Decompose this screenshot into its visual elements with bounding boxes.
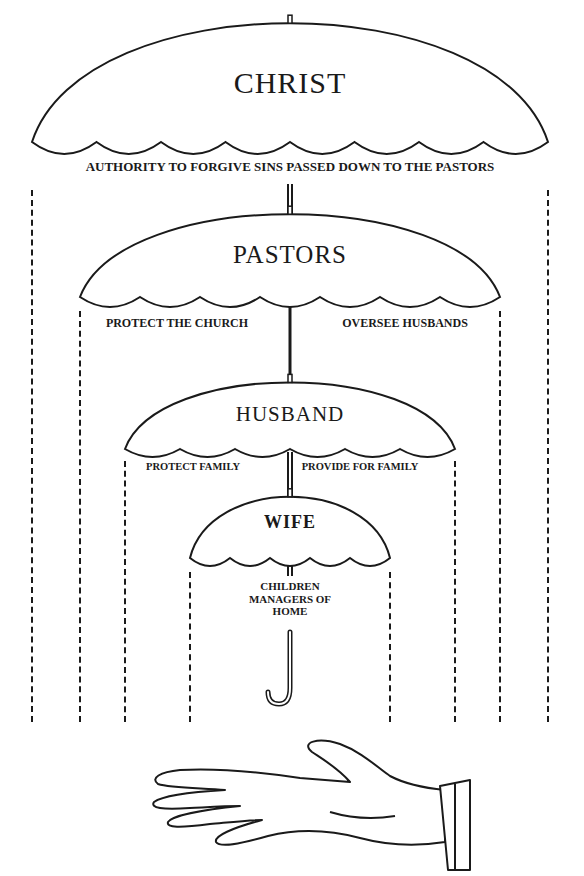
coverage-line [31, 190, 33, 722]
umbrella-heading: CHRIST [32, 66, 548, 100]
coverage-line [124, 461, 126, 722]
umbrella-node: CHRISTAUTHORITY TO FORGIVE SINS PASSED D… [32, 10, 548, 722]
umbrella-canopy [190, 490, 390, 576]
umbrella-node: HUSBAND PROTECT FAMILY PROVIDE FOR FAMILY W… [125, 375, 455, 722]
coverage-line [499, 311, 501, 722]
coverage-line [389, 572, 391, 722]
role-text: PROTECT FAMILY [141, 461, 245, 473]
role-text: OVERSEE HUSBANDS [330, 317, 480, 331]
role-text: PROVIDE FOR FAMILY [295, 461, 425, 473]
role-text: AUTHORITY TO FORGIVE SINS PASSED DOWN TO… [6, 160, 574, 175]
umbrella-node: WIFE CHILDREN MANAGERS OF HOME [190, 490, 390, 722]
role-text: CHILDREN MANAGERS OF HOME [242, 580, 338, 618]
coverage-line [79, 311, 81, 722]
umbrella-heading: HUSBAND [125, 402, 455, 427]
coverage-line [189, 572, 191, 722]
umbrella-heading: WIFE [190, 512, 390, 533]
coverage-line [454, 461, 456, 722]
coverage-line [547, 190, 549, 722]
role-text: PROTECT THE CHURCH [102, 317, 252, 331]
umbrella-node: PASTORS PROTECT THE CHURCH OVERSEE HUSBAND… [80, 205, 500, 722]
umbrella-heading: PASTORS [80, 241, 500, 269]
